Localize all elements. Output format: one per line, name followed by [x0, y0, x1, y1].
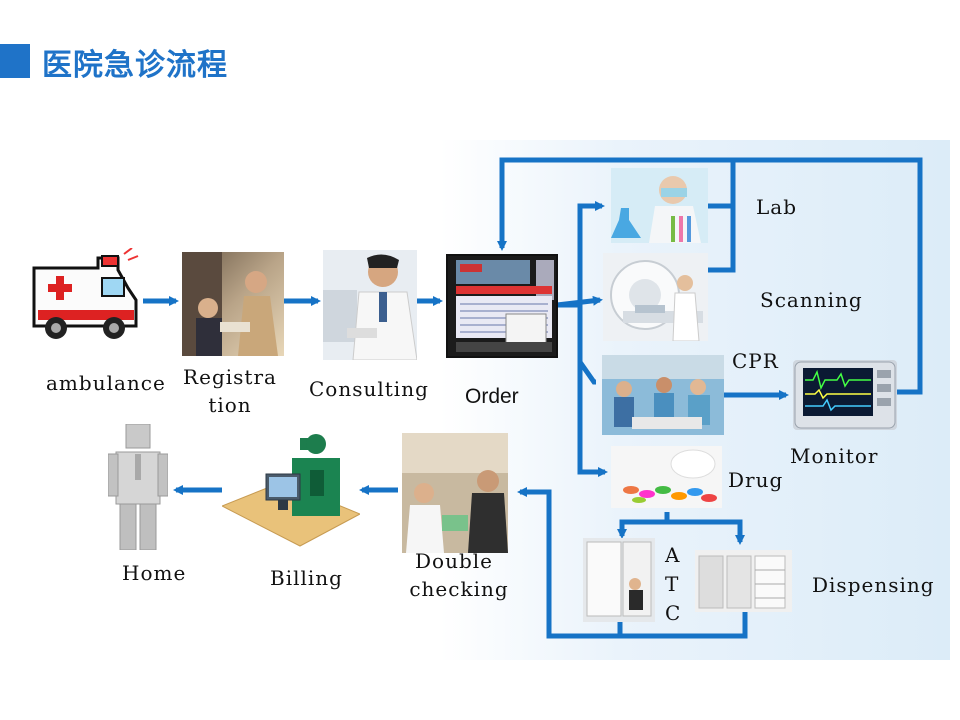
registration-photo [182, 252, 284, 356]
label-atc-c: C [665, 601, 682, 625]
ambulance-image [28, 248, 140, 344]
label-cpr: CPR [732, 349, 779, 373]
arrow-dispensing-double-checking [517, 487, 623, 639]
monitor-image [793, 360, 897, 430]
label-double-checking-line2: checking [409, 577, 509, 601]
slide-title: 医院急诊流程 [42, 48, 228, 83]
arrow-drug-dispensing [667, 519, 745, 545]
arrow-order-lab [557, 201, 605, 308]
label-home: Home [122, 561, 187, 585]
label-registration-line1: Registra [183, 365, 277, 389]
title-accent-bar [0, 44, 30, 78]
connector-order-cpr [577, 305, 597, 385]
label-monitor: Monitor [790, 444, 879, 468]
label-dispensing: Dispensing [812, 573, 935, 597]
arrow-drug-atc [617, 512, 670, 539]
label-atc-t: T [665, 572, 680, 596]
dispensing-photo [695, 550, 792, 612]
order-screen-image [446, 254, 558, 358]
label-registration-line2: tion [208, 393, 252, 417]
consulting-photo [323, 250, 417, 360]
label-double-checking-line1: Double [415, 549, 493, 573]
arrow-feedback-order [497, 157, 923, 395]
connector-dispensing-loop [620, 612, 748, 639]
scanning-photo [603, 253, 708, 341]
label-atc-a: A [665, 543, 681, 567]
label-consulting: Consulting [309, 377, 429, 401]
billing-image [222, 430, 360, 548]
label-lab: Lab [756, 195, 798, 219]
lab-photo [611, 168, 708, 243]
double-checking-photo [402, 433, 508, 553]
drug-photo [611, 446, 722, 508]
cpr-photo [602, 355, 724, 435]
label-scanning: Scanning [760, 288, 863, 312]
label-order: Order [465, 385, 519, 408]
atc-machine-photo [583, 538, 655, 622]
label-drug: Drug [728, 468, 784, 492]
label-billing: Billing [270, 566, 343, 590]
label-ambulance: ambulance [46, 371, 166, 395]
home-figure-image [108, 424, 168, 550]
connector-lab-scanning-loop [708, 160, 736, 273]
